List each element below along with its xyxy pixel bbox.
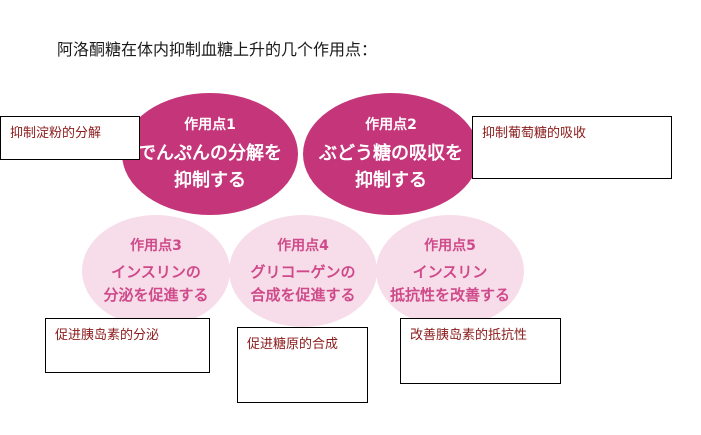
action-point-4-line1: グリコーゲンの [250, 263, 356, 281]
action-point-1-line1: でんぷんの分解を [138, 143, 282, 164]
action-point-3-line1: インスリンの [111, 263, 201, 281]
action-point-4-circle: 作用点4 グリコーゲンの 合成を促進する [229, 215, 377, 327]
action-point-5-line1: インスリン [412, 263, 488, 281]
action-point-3-line2: 分泌を促進する [103, 286, 209, 304]
action-point-3-label: 作用点3 [130, 238, 182, 254]
note-action-point-1: 抑制淀粉的分解 [0, 116, 140, 160]
note-action-point-3: 促进胰岛素的分泌 [45, 318, 210, 373]
action-point-5-line2: 抵抗性を改善する [389, 286, 510, 304]
action-point-2-label: 作用点2 [365, 117, 417, 133]
action-point-2-line1: ぶどう糖の吸収を [319, 143, 463, 164]
action-point-2-circle: 作用点2 ぶどう糖の吸収を 抑制する [303, 93, 479, 215]
action-point-4-line2: 合成を促進する [250, 286, 356, 304]
action-point-2-line2: 抑制する [355, 170, 427, 191]
action-point-1-line2: 抑制する [174, 170, 246, 191]
action-point-4-label: 作用点4 [277, 238, 329, 254]
action-point-5-label: 作用点5 [424, 238, 476, 254]
note-action-point-5: 改善胰岛素的抵抗性 [400, 318, 561, 384]
action-point-3-circle: 作用点3 インスリンの 分泌を促進する [82, 215, 230, 327]
action-point-1-circle: 作用点1 でんぷんの分解を 抑制する [122, 93, 298, 215]
note-action-point-2: 抑制葡萄糖的吸收 [472, 116, 672, 179]
action-point-5-circle: 作用点5 インスリン 抵抗性を改善する [376, 215, 524, 327]
note-action-point-4: 促进糖原的合成 [237, 327, 368, 403]
action-point-1-label: 作用点1 [184, 117, 236, 133]
page-title: 阿洛酮糖在体内抑制血糖上升的几个作用点： [57, 40, 378, 59]
